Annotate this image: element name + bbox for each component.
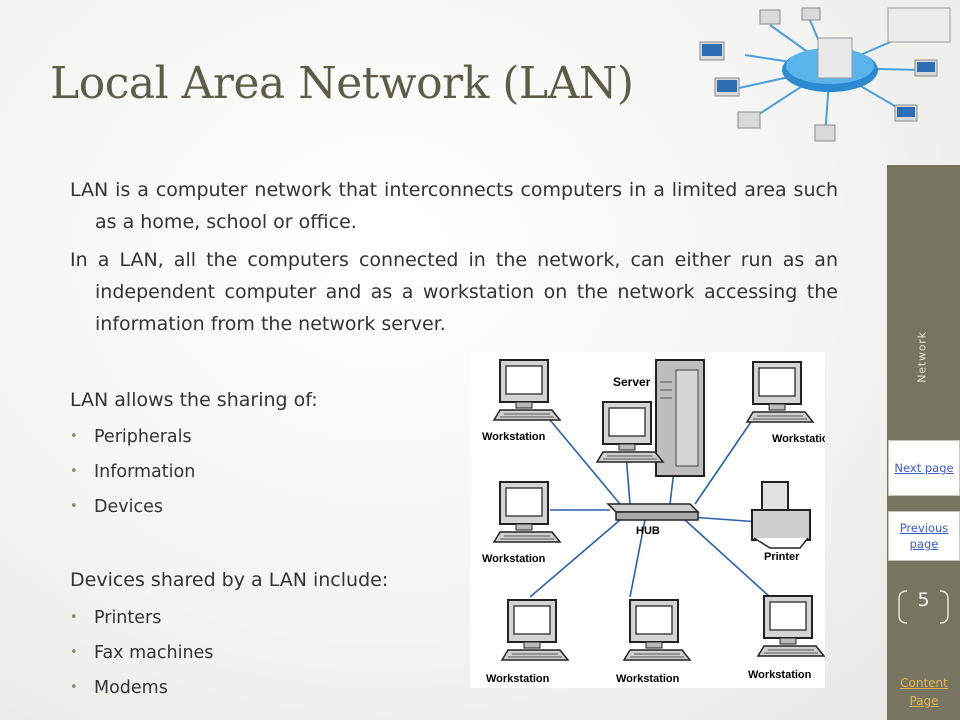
bullet-icon: •: [70, 610, 78, 625]
workstation-icon: Workstation: [616, 599, 691, 685]
lan-diagram: Server HUB Printer Workstation Workstati…: [470, 352, 825, 688]
workstation-icon: Workstation: [482, 481, 561, 565]
svg-text:Workstation: Workstation: [772, 433, 825, 445]
bullet-icon: •: [70, 680, 78, 695]
hub-icon: [606, 503, 700, 521]
next-page-button[interactable]: Next page: [888, 440, 960, 496]
devices-heading: Devices shared by a LAN include:: [70, 569, 389, 591]
intro-paragraph-2: In a LAN, all the computers connected in…: [70, 249, 838, 335]
server-icon: [655, 359, 705, 477]
svg-text:Workstation: Workstation: [748, 669, 812, 681]
server-label: Server: [613, 375, 651, 389]
list-item: •Fax machines: [70, 640, 213, 675]
workstation-icon: Workstation: [746, 361, 825, 445]
list-item: •Modems: [70, 675, 213, 710]
slide-title: Local Area Network (LAN): [50, 58, 634, 109]
sharing-list: •Peripherals •Information •Devices: [70, 424, 195, 529]
page-number-badge: 5: [887, 575, 960, 645]
bullet-icon: •: [70, 499, 78, 514]
svg-text:Workstation: Workstation: [482, 553, 546, 565]
svg-text:Workstation: Workstation: [616, 673, 680, 685]
next-page-link[interactable]: Next page: [894, 461, 954, 475]
bullet-icon: •: [70, 429, 78, 444]
bullet-icon: •: [70, 645, 78, 660]
list-item: •Information: [70, 459, 195, 494]
printer-icon: [751, 481, 811, 549]
page-number: 5: [917, 589, 930, 611]
content-page-link[interactable]: Content Page: [900, 676, 948, 708]
svg-text:Workstation: Workstation: [482, 431, 546, 443]
list-item: •Printers: [70, 605, 213, 640]
list-item: •Peripherals: [70, 424, 195, 459]
previous-page-button[interactable]: Previous page: [888, 511, 960, 561]
list-item: •Devices: [70, 494, 195, 529]
network-illustration: [699, 7, 951, 142]
intro-paragraph: LAN is a computer network that interconn…: [70, 179, 838, 233]
workstation-icon: Workstation: [748, 595, 825, 681]
hub-label: HUB: [636, 525, 660, 537]
workstation-icon: Workstation: [486, 599, 569, 685]
bracket-icon: [898, 590, 949, 624]
sharing-heading: LAN allows the sharing of:: [70, 389, 318, 411]
workstation-icon: Workstation: [482, 359, 561, 443]
previous-page-link[interactable]: Previous page: [899, 521, 949, 551]
printer-label: Printer: [764, 551, 800, 563]
section-label: Network: [915, 331, 929, 383]
workstation-icon: [596, 401, 664, 463]
devices-list: •Printers •Fax machines •Modems: [70, 605, 213, 710]
content-page-button[interactable]: Content Page: [888, 674, 960, 710]
svg-text:Workstation: Workstation: [486, 673, 550, 685]
bullet-icon: •: [70, 464, 78, 479]
